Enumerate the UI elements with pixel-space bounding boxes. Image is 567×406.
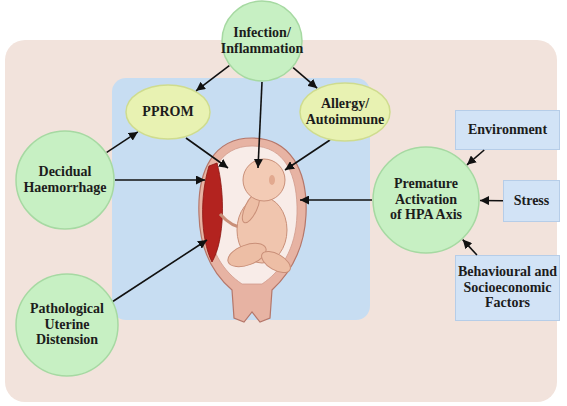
arrow-connector [196,66,229,91]
node-text-group: Pathological Uterine Distension [26,301,108,348]
node-text-group: Allergy/ Autoimmune [303,96,387,127]
node-text-group: PPROM [128,104,208,120]
arrow-connector [480,200,503,202]
placenta [203,163,223,262]
factor-box: Behavioural and Socioeconomic Factors [455,255,560,321]
node-label: Decidual Haemorrhage [19,164,111,195]
arrow-connector [107,132,138,153]
cause-arrow [285,140,330,170]
fetus-leg [258,247,294,277]
fetus-head [243,159,285,201]
node-text-group: Behavioural and Socioeconomic Factors [456,264,559,311]
cause-circle: Premature Activation of HPA Axis [372,146,480,254]
outcome-ellipse: Allergy/ Autoimmune [299,82,391,142]
arrow-connector [293,68,317,88]
node-label: Allergy/ Autoimmune [303,96,387,127]
node-text-group: Environment [457,122,558,138]
node-label: Stress [504,193,559,209]
node-outline [126,85,210,139]
cause-circle: Pathological Uterine Distension [15,273,119,377]
amniotic-cavity [207,146,297,284]
cause-arrow [300,199,372,201]
arrow-connector [463,240,477,255]
node-text-group: Premature Activation of HPA Axis [388,176,464,223]
node-outline [16,274,118,376]
node-label: Premature Activation of HPA Axis [388,176,464,223]
background-panel [5,40,557,402]
node-text-group: Infection/ Inflammation [217,25,307,56]
node-label: Infection/ Inflammation [217,25,307,56]
outcome-ellipse: PPROM [125,84,211,140]
node-label: Environment [457,122,558,138]
uterus-wall [199,138,306,322]
node-label: Pathological Uterine Distension [26,301,108,348]
factor-box: Environment [455,110,560,150]
factor-box: Stress [503,180,560,222]
node-label: PPROM [128,104,208,120]
node-outline [300,83,390,141]
node-text-group: Stress [504,193,559,209]
arrow-connector [467,150,484,165]
cause-circle: Decidual Haemorrhage [15,130,115,230]
node-outline [373,147,479,253]
cause-circle: Infection/ Inflammation [221,0,303,82]
cause-arrow [115,179,205,181]
cause-arrow [186,138,228,168]
cause-arrow [112,240,207,302]
node-outline [16,131,114,229]
fetus-ear [269,175,275,185]
uterus-illustration [199,138,306,322]
node-text-group: Decidual Haemorrhage [19,164,111,195]
cause-arrow [258,82,262,168]
node-label: Behavioural and Socioeconomic Factors [456,264,559,311]
